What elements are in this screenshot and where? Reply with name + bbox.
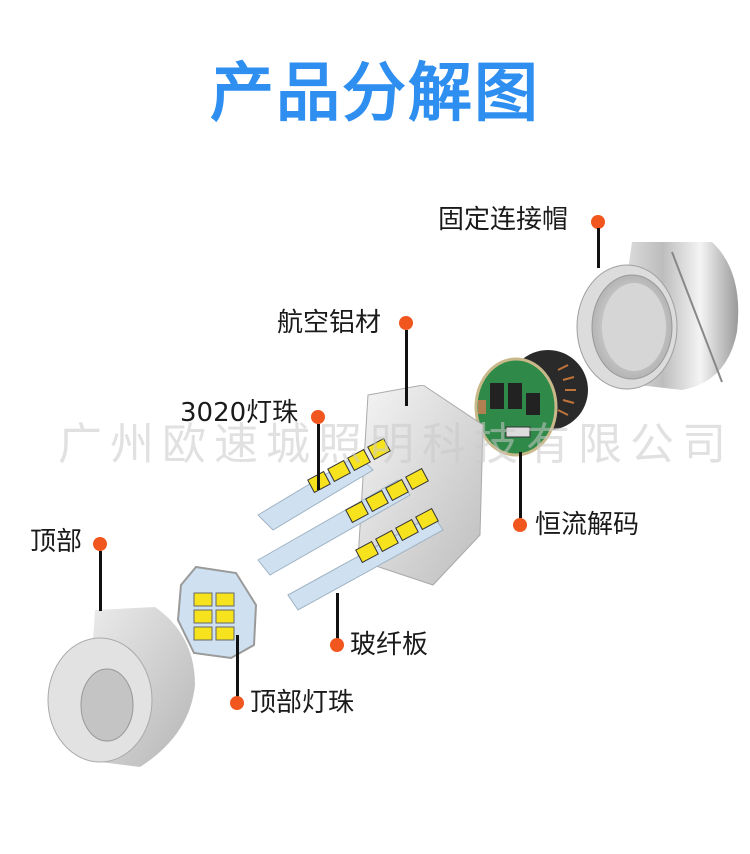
marker-dot-aviation-aluminum	[399, 316, 413, 330]
marker-dot-fixing-cap	[591, 215, 605, 229]
marker-dot-top-led	[230, 696, 244, 710]
label-constant-current-decoder: 恒流解码	[535, 510, 640, 540]
label-top-led: 顶部灯珠	[250, 688, 355, 718]
page-title: 产品分解图	[210, 57, 540, 131]
led-body-image	[248, 385, 488, 615]
marker-dot-led-3020	[311, 410, 325, 424]
leader-line-top	[99, 551, 102, 611]
top-ring-image	[45, 605, 200, 775]
leader-line-fixing-cap	[597, 228, 600, 268]
label-fixing-cap: 固定连接帽	[438, 205, 569, 235]
fixing-cap-image	[572, 232, 747, 392]
marker-dot-top	[93, 537, 107, 551]
label-aviation-aluminum: 航空铝材	[277, 308, 382, 338]
leader-line-aviation-aluminum	[405, 330, 408, 406]
label-top: 顶部	[30, 527, 83, 557]
label-fiberglass-board: 玻纤板	[350, 630, 429, 660]
label-led-3020: 3020灯珠	[180, 398, 299, 428]
driver-pcb-image	[468, 345, 593, 465]
marker-dot-decoder	[513, 518, 527, 532]
leader-line-top-led	[236, 635, 239, 697]
leader-line-decoder	[519, 452, 522, 518]
leader-line-led-3020	[317, 424, 320, 490]
leader-line-fiberglass	[336, 593, 339, 639]
marker-dot-fiberglass	[330, 638, 344, 652]
